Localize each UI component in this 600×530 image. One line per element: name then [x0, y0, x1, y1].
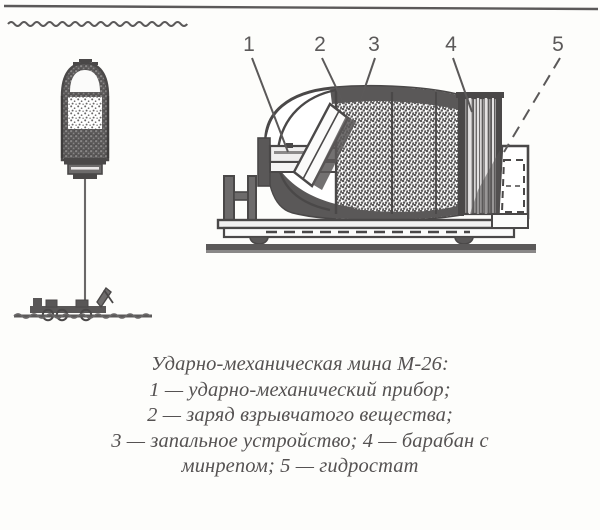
callout-numbers: 1 2 3 4 5	[243, 33, 564, 56]
mine-anchor	[13, 286, 152, 322]
caption-line-item-2: 2 — заряд взрывчатого вещества;	[147, 404, 453, 426]
igniter-device	[292, 102, 356, 190]
callout-number-4: 4	[445, 33, 457, 56]
callout-number-3: 3	[368, 33, 380, 56]
top-border-rule	[3, 4, 599, 11]
figure-diagram: 1 2 3 4 5	[3, 4, 599, 322]
mine-shell	[264, 84, 464, 222]
leader-5	[503, 57, 561, 153]
caption-line-item-4: минрепом; 5 — гидростат	[181, 455, 419, 477]
caption-line-item-3: 3 — запальное устройство; 4 — барабан с	[111, 429, 489, 452]
mine-cutaway-scene	[206, 84, 536, 253]
leader-4	[452, 57, 473, 113]
callout-leaders	[251, 57, 561, 153]
leader-3	[359, 57, 376, 103]
caption-line-item-1: 1 — ударно-механический прибор;	[149, 378, 451, 401]
deployed-mine-scene	[13, 59, 152, 322]
figure-caption: Ударно-механическая мина М-26: 1 — ударн…	[0, 352, 600, 480]
leader-1	[251, 57, 289, 153]
mine-body	[60, 59, 110, 179]
leader-2	[321, 57, 345, 105]
anchor-cart	[206, 175, 536, 253]
callout-number-2: 2	[314, 33, 326, 56]
water-surface-line	[7, 20, 189, 28]
caption-line-title: Ударно-механическая мина М-26:	[151, 353, 449, 375]
callout-number-5: 5	[552, 33, 564, 56]
callout-number-1: 1	[243, 33, 255, 56]
